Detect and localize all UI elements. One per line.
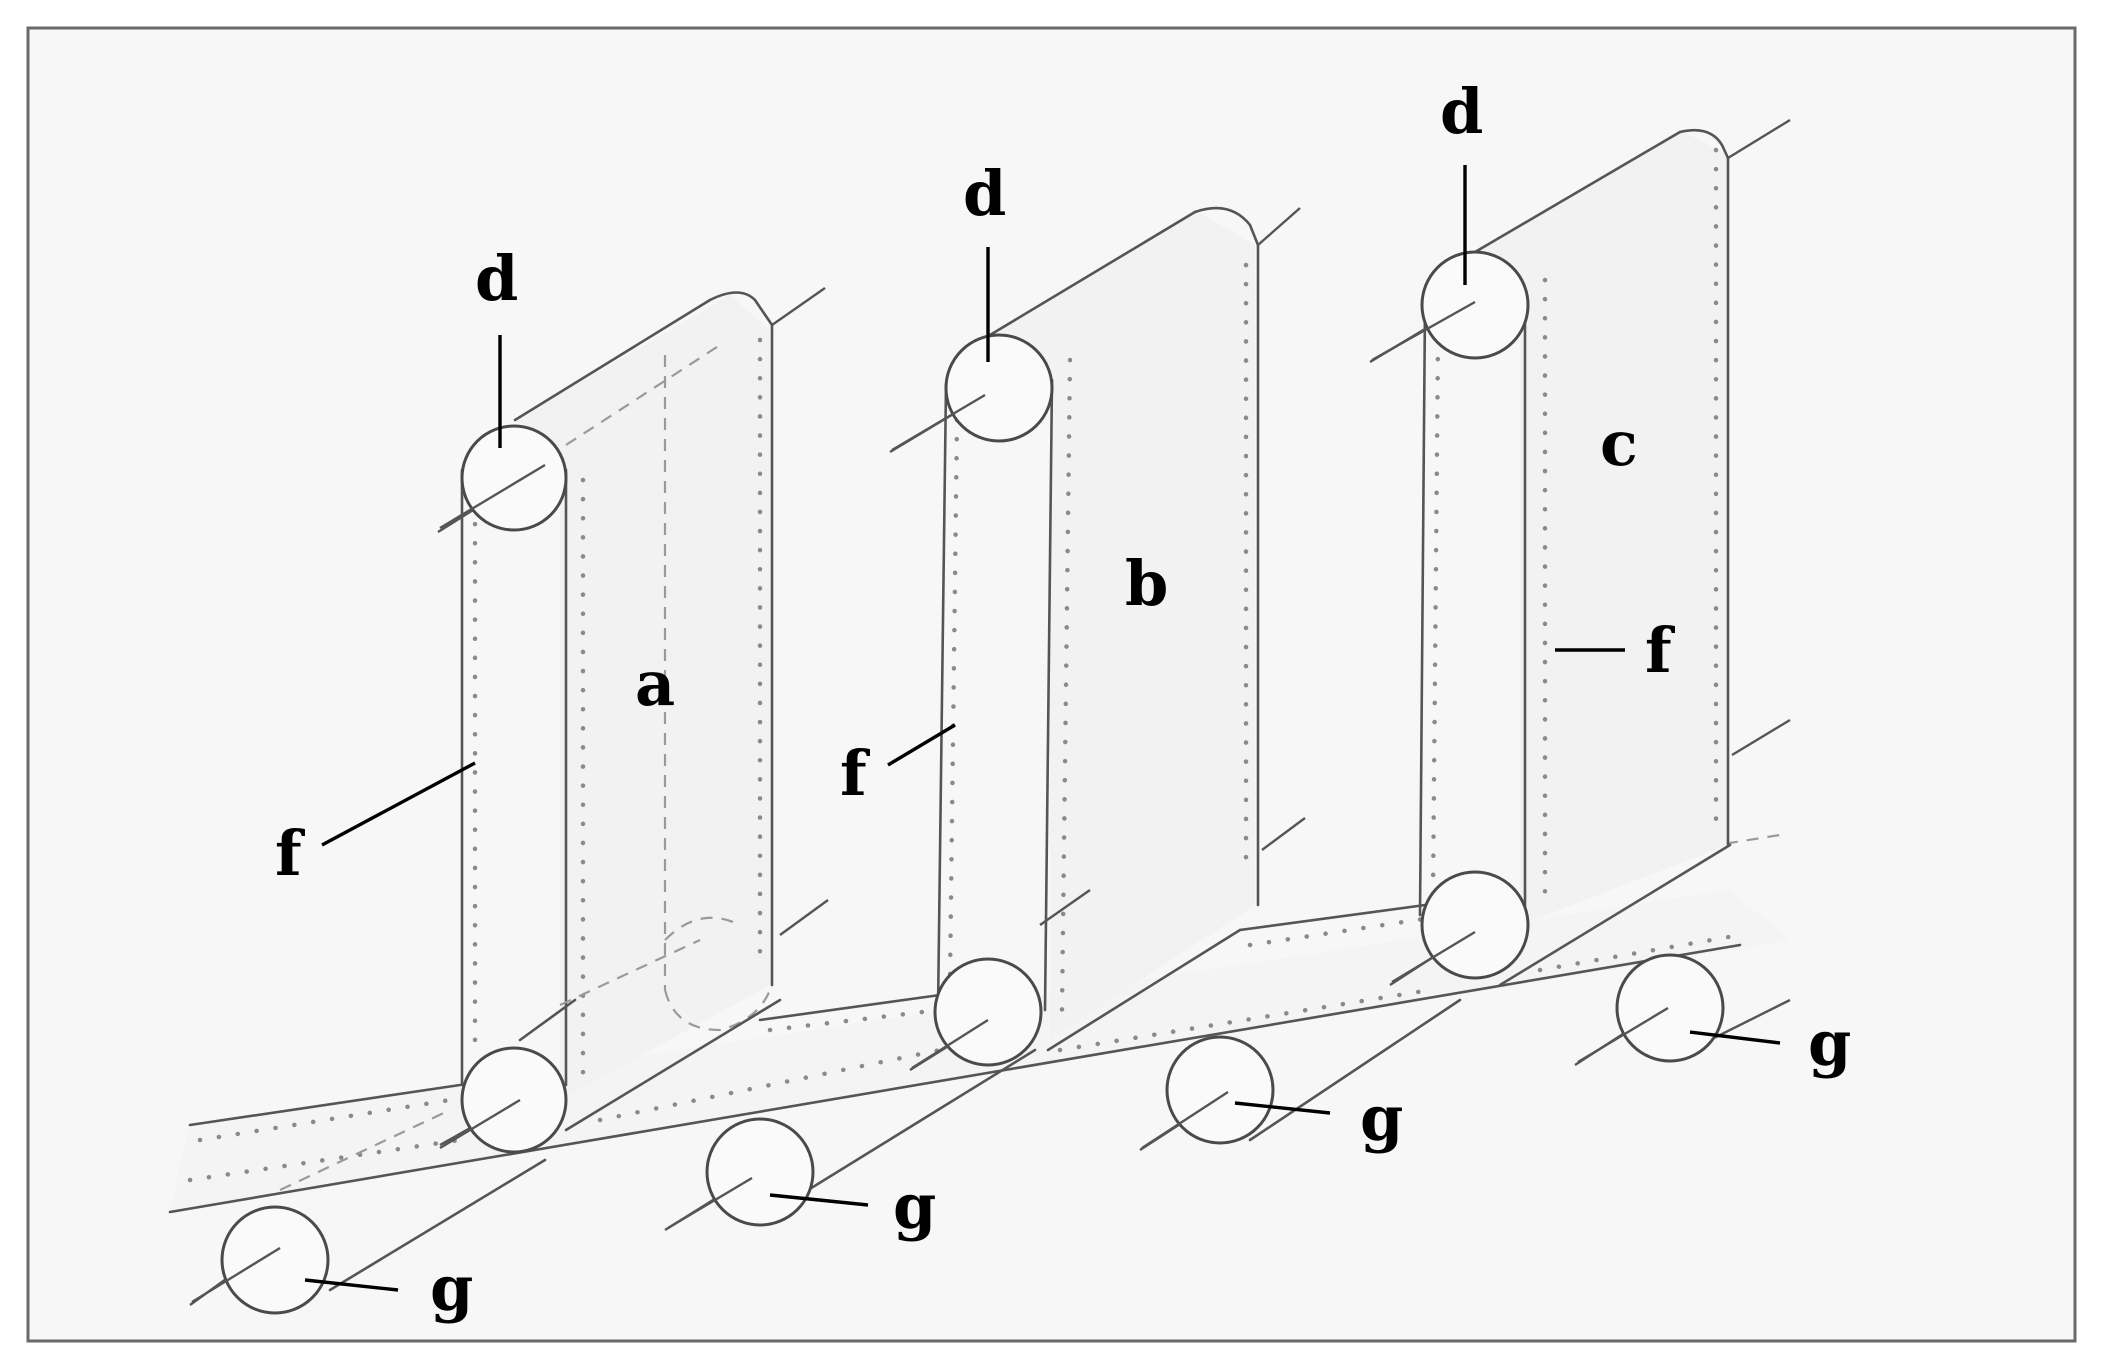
label-g-4: g	[1808, 1007, 1851, 1080]
module-c	[1369, 118, 1791, 987]
label-g-1: g	[430, 1252, 473, 1325]
label-d-c: d	[1440, 75, 1483, 148]
labels: d d d a b c f f f g g g g	[275, 75, 1851, 1325]
label-f-c: f	[1645, 614, 1675, 687]
module-b	[889, 206, 1306, 1072]
label-a: a	[635, 647, 675, 720]
label-f-a: f	[275, 817, 305, 890]
label-b: b	[1125, 547, 1168, 620]
leader-lines	[304, 165, 1781, 1292]
label-g-2: g	[893, 1170, 936, 1243]
label-d-b: d	[963, 157, 1006, 230]
label-g-3: g	[1360, 1082, 1403, 1155]
module-a	[437, 287, 829, 1154]
label-f-b: f	[840, 737, 870, 810]
label-c: c	[1600, 407, 1638, 480]
label-d-a: d	[475, 242, 518, 315]
